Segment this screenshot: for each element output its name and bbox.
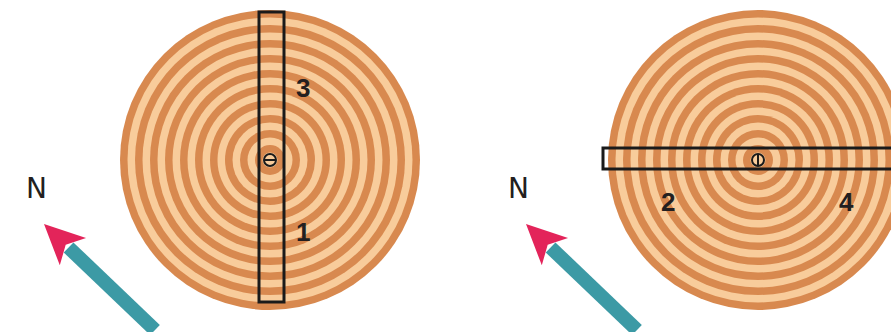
pith [264,154,276,166]
growth-ring [668,70,848,250]
growth-ring [210,100,330,220]
growth-ring [713,115,803,205]
growth-ring [608,10,891,310]
growth-ring [638,40,878,280]
growth-ring [653,55,863,265]
core-sample-strip [603,148,891,169]
growth-ring [646,48,871,273]
growth-ring [188,78,353,243]
growth-ring [180,70,360,250]
growth-ring [623,25,891,295]
log-cross-section [120,10,420,310]
growth-ring [240,130,300,190]
pith-mark [757,154,759,166]
growth-ring [120,10,420,310]
growth-ring [203,93,338,228]
growth-ring [173,63,368,258]
growth-ring [661,63,856,258]
growth-ring [616,18,891,303]
callout-number: 2 [661,189,675,215]
growth-ring [263,153,278,168]
north-label: N [508,175,529,203]
growth-ring [248,138,293,183]
north-label: N [26,175,47,203]
log-cross-section [603,10,891,310]
growth-ring [128,18,413,303]
growth-ring [631,33,886,288]
arrow-shaft [546,242,642,332]
growth-ring [698,100,818,220]
growth-ring [736,138,781,183]
pith [752,154,764,166]
callout-number: 1 [296,219,310,245]
growth-ring [233,123,308,198]
callout-number: 3 [296,75,310,101]
arrow-shaft [64,242,160,332]
core-sample-strip [259,12,284,302]
growth-ring [676,78,841,243]
growth-ring [143,33,398,288]
growth-ring [706,108,811,213]
growth-ring [691,93,826,228]
pith-mark [264,159,276,161]
growth-ring [728,130,788,190]
growth-ring [721,123,796,198]
growth-ring [165,55,375,265]
growth-ring [751,153,766,168]
arrow-head [44,224,86,265]
growth-ring [150,40,390,280]
growth-ring [158,48,383,273]
growth-ring [683,85,833,235]
growth-ring [195,85,345,235]
north-arrows [44,224,642,332]
growth-ring [135,25,405,295]
growth-ring [218,108,323,213]
arrow-head [526,224,568,265]
growth-ring [225,115,315,205]
callout-number: 4 [839,189,853,215]
